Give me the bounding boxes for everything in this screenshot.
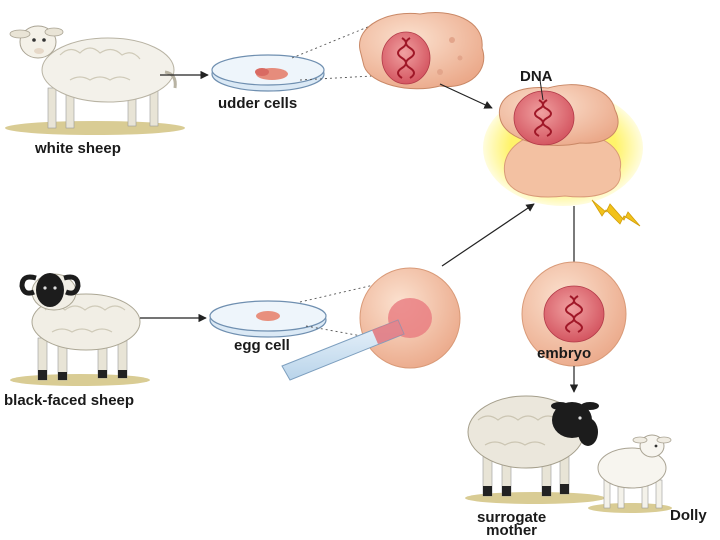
lamb-illustration [588, 435, 672, 513]
arrow-to-fusion [440, 84, 492, 108]
lightning-icon [592, 200, 640, 226]
egg-petri-dish [210, 301, 326, 337]
arrow-egg-to-fusion [442, 204, 534, 266]
udder-cell [360, 12, 484, 88]
black-faced-sheep-label: black-faced sheep [4, 393, 134, 409]
white-sheep-illustration [5, 26, 185, 135]
udder-cells-label: udder cells [218, 96, 297, 112]
dolly-label: Dolly [670, 508, 707, 524]
embryo-label: embryo [537, 346, 591, 362]
udder-petri-dish [212, 55, 324, 91]
surrogate-sheep-illustration [465, 396, 605, 504]
egg-cell-label: egg cell [234, 338, 290, 354]
fused-cells [483, 80, 643, 206]
surrogate-label-line2: mother [477, 524, 546, 537]
white-sheep-label: white sheep [35, 141, 121, 157]
egg-cell [360, 268, 460, 368]
surrogate-mother-label: surrogate mother [477, 511, 546, 537]
dna-label: DNA [520, 69, 553, 85]
black-faced-sheep-illustration [10, 273, 150, 386]
